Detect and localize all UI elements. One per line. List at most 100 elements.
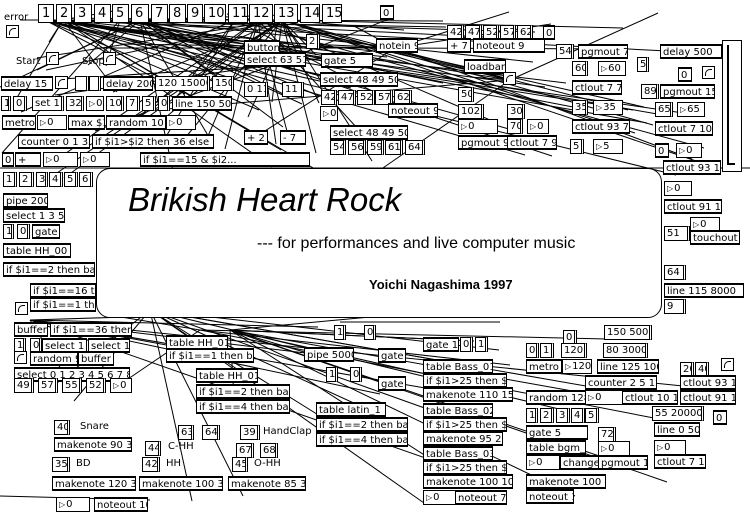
object-box-mk12030[interactable]: makenote 120 30 <box>52 476 136 491</box>
message-box-n10[interactable]: 10 <box>204 4 226 23</box>
message-box-v55[interactable]: 55 <box>62 378 82 393</box>
object-box-mk95250[interactable]: makenote 95 250 <box>423 431 503 446</box>
object-box-ifeq2[interactable]: if $i1==2 then bang <box>3 262 95 277</box>
message-box-n9[interactable]: 9 <box>187 4 203 23</box>
message-box-m30[interactable]: 30 <box>507 104 525 119</box>
number-box-nb0c[interactable]: 0 <box>166 115 196 130</box>
toggle-button-tgM[interactable] <box>702 66 715 79</box>
number-box-nb0l[interactable]: 0 <box>110 378 132 393</box>
message-box-m0[interactable]: 0 <box>13 96 27 111</box>
message-box-c6[interactable]: 6 <box>79 172 93 187</box>
message-box-m10[interactable]: 10 <box>106 96 124 111</box>
message-box-v44[interactable]: 44 <box>145 441 161 456</box>
message-box-m70[interactable]: 70 <box>507 119 523 134</box>
object-box-line1158000[interactable]: line 115 8000 <box>664 283 744 298</box>
object-box-ctlout911[interactable]: ctlout 91 1 <box>680 390 736 405</box>
number-box-nb0j[interactable]: 0 <box>664 181 692 196</box>
message-box-c3[interactable]: 3 <box>36 172 48 187</box>
object-box-tableBass02[interactable]: table Bass_02 <box>423 403 493 418</box>
object-box-max1[interactable]: max $1 <box>68 115 105 130</box>
object-box-delay15[interactable]: delay 15 <box>1 76 53 91</box>
object-box-nz0c[interactable]: 0 <box>678 67 692 82</box>
object-box-notein9[interactable]: notein 9 <box>376 38 418 53</box>
message-box-n6[interactable]: 6 <box>131 4 149 23</box>
message-box-m12015000[interactable]: 120 15000 <box>155 76 210 91</box>
message-box-n011[interactable]: 0 11 <box>244 82 268 97</box>
object-box-tableHH00[interactable]: table HH_00 <box>3 243 71 258</box>
number-box-nb120[interactable]: 120 <box>562 359 592 374</box>
object-box-noteout9[interactable]: noteout 9 <box>473 38 545 53</box>
object-box-ctlout101[interactable]: ctlout 10 1 <box>622 390 678 405</box>
object-box-mk10040[interactable]: makenote 100 40 <box>526 474 606 489</box>
message-box-n14[interactable]: 14 <box>300 4 320 23</box>
number-box-nb35[interactable]: 35 <box>593 100 623 115</box>
message-box-q1[interactable]: 1 <box>475 337 488 352</box>
object-box-if36[interactable]: if $i1==36 then 1 <box>50 322 132 337</box>
object-box-tablebgm[interactable]: table bgm_3 <box>526 440 586 455</box>
message-box-n12[interactable]: 12 <box>249 4 273 23</box>
object-box-select6351[interactable]: select 63 51 <box>244 52 306 67</box>
object-box-mk8530[interactable]: makenote 85 30 <box>228 476 306 491</box>
message-box-b56[interactable]: 56 <box>348 140 366 155</box>
toggle-button-d1[interactable] <box>55 76 68 89</box>
message-box-a42[interactable]: 42 <box>321 90 337 105</box>
message-box-b54[interactable]: 54 <box>330 140 346 155</box>
number-box-nb0h[interactable]: 0 <box>676 143 702 158</box>
object-box-select135[interactable]: select 1 3 5 <box>3 208 65 223</box>
message-box-p0b[interactable]: 0 <box>350 367 362 382</box>
message-box-n8[interactable]: 8 <box>169 4 186 23</box>
toggle-button-tgStart[interactable] <box>46 52 59 65</box>
message-box-b61[interactable]: 61 <box>385 140 403 155</box>
object-box-plus7[interactable]: + 7 <box>447 38 471 53</box>
object-box-sel48a[interactable]: select 48 49 50 51 52 <box>320 72 398 87</box>
message-box-m102[interactable]: 102 <box>458 104 484 119</box>
object-box-nz0d[interactable]: 0 <box>655 143 669 158</box>
message-box-v39[interactable]: 39 <box>240 425 260 440</box>
object-box-tableBass01[interactable]: table Bass_01 <box>423 359 493 374</box>
message-box-v57[interactable]: 57 <box>38 378 58 393</box>
message-box-n1[interactable]: 1 <box>38 4 54 23</box>
object-box-ctlout71[interactable]: ctlout 7 1 <box>654 454 706 469</box>
message-box-m7[interactable]: 7 <box>126 96 140 111</box>
message-box-m803000[interactable]: 80 3000 <box>603 343 648 358</box>
message-box-v42[interactable]: 42 <box>142 457 160 472</box>
message-box-r64[interactable]: 64 <box>664 265 686 280</box>
number-box-nb0b[interactable]: 0 <box>37 115 67 130</box>
object-box-nz0[interactable]: 0 <box>2 152 14 167</box>
toggle-button-tgStop[interactable] <box>103 52 116 65</box>
toggle-button-bangL[interactable] <box>15 302 28 315</box>
object-box-gate5[interactable]: gate 5 <box>321 53 373 68</box>
number-box-nb65[interactable]: 65 <box>677 102 705 117</box>
object-box-noteout10[interactable]: noteout 10 <box>94 497 148 512</box>
object-box-line050[interactable]: line 0 50 <box>654 422 700 437</box>
message-box-n15[interactable]: 15 <box>322 4 342 23</box>
number-box-nb0i[interactable]: 0 <box>320 106 338 121</box>
message-box-d2[interactable] <box>75 76 89 91</box>
message-box-c4[interactable]: 4 <box>49 172 63 187</box>
object-box-ifeq4c[interactable]: if $i1==4 then bang <box>316 432 408 447</box>
object-box-ifeq1[interactable]: if $i1==1 then 1 <box>30 297 96 312</box>
object-box-ifgt2[interactable]: if $i1>25 then $i1 <box>423 417 507 432</box>
number-box-nb5[interactable]: 5 <box>593 139 623 154</box>
message-box-n13[interactable]: 13 <box>274 4 298 23</box>
object-box-gateA[interactable]: gate <box>378 348 406 363</box>
object-box-minus7[interactable]: - 7 <box>280 130 306 145</box>
toggle-button-tg1[interactable] <box>14 351 27 364</box>
object-box-ifeq16[interactable]: if $i1==16 then 1 <box>30 283 96 298</box>
message-box-x1[interactable]: 1 <box>526 408 538 423</box>
message-box-set1[interactable]: set 1 <box>32 96 64 111</box>
message-box-n7[interactable]: 7 <box>151 4 168 23</box>
object-box-if15[interactable]: if $i1==15 & $i2... <box>140 152 310 167</box>
message-box-m1[interactable]: 1 <box>1 96 11 111</box>
message-box-n5[interactable]: 5 <box>112 4 129 23</box>
message-box-g1[interactable]: 1 <box>3 224 14 239</box>
message-box-m62[interactable]: 62 <box>517 25 533 40</box>
object-box-ctlout9110[interactable]: ctlout 91 10 <box>664 199 722 214</box>
object-box-gate5b[interactable]: gate 5 <box>526 425 588 440</box>
object-box-pgmout1[interactable]: pgmout 1 <box>598 455 648 470</box>
object-box-noteout7[interactable]: noteout 7 <box>455 490 507 505</box>
object-box-buffer[interactable]: buffer <box>14 322 48 337</box>
message-box-w72[interactable]: 72 <box>598 427 616 442</box>
number-box-nb0n[interactable]: 0 <box>423 490 457 505</box>
number-box-nb0m[interactable]: 0 <box>56 497 90 512</box>
